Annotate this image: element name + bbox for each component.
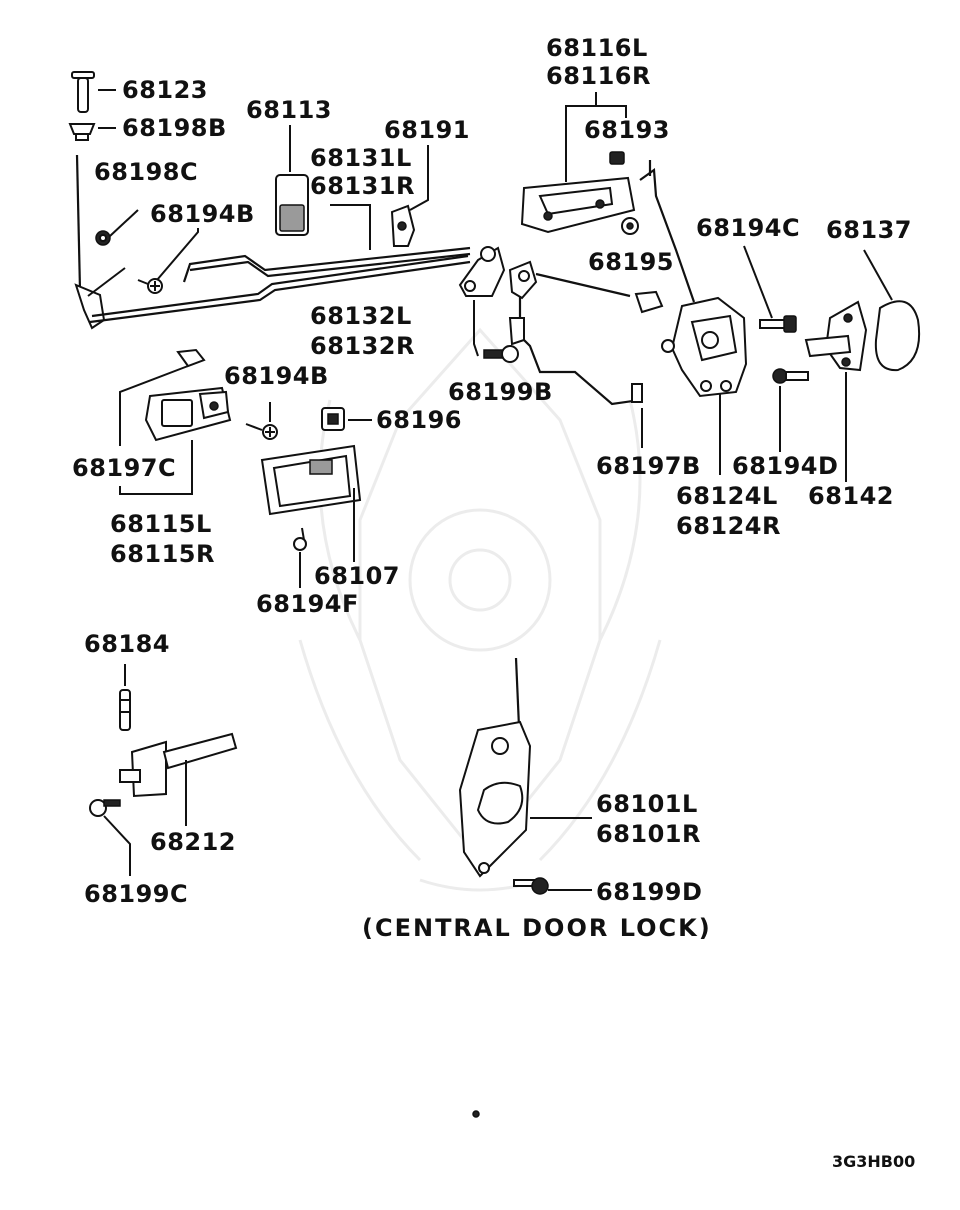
- pin-68184-icon: [119, 689, 131, 731]
- clip-68195-icon: [621, 217, 639, 235]
- label-68115R: 68115R: [110, 540, 215, 568]
- label-68198C: 68198C: [94, 158, 199, 186]
- label-68137: 68137: [826, 216, 912, 244]
- label-68107: 68107: [314, 562, 400, 590]
- link-rod-68131-icon: [89, 254, 471, 324]
- clip-68196-icon: [321, 407, 345, 431]
- label-68123: 68123: [122, 76, 208, 104]
- label-68199C: 68199C: [84, 880, 189, 908]
- bellcrank-mechanism-icon: [458, 246, 641, 406]
- inside-handle-68115-icon: [144, 386, 232, 442]
- clip-68197B-icon: [631, 383, 643, 403]
- label-68199D: 68199D: [596, 878, 703, 906]
- label-68198B: 68198B: [122, 114, 227, 142]
- striker-68142-icon: [804, 300, 868, 372]
- bolt-68194D-icon: [772, 368, 809, 384]
- bolt-68199D-icon: [513, 877, 549, 895]
- label-68115L: 68115L: [110, 510, 212, 538]
- lock-knob-rod-68198C-icon: [74, 154, 106, 330]
- diagram-code: 3G3HB00: [832, 1152, 916, 1171]
- link-rod-68132-icon: [182, 246, 471, 283]
- label-68132R: 68132R: [310, 332, 415, 360]
- label-68199B: 68199B: [448, 378, 553, 406]
- screw-68194B-mid-icon: [245, 423, 278, 440]
- label-68132L: 68132L: [310, 302, 412, 330]
- label-68194D: 68194D: [732, 452, 839, 480]
- label-68197C: 68197C: [72, 454, 177, 482]
- label-68113: 68113: [246, 96, 332, 124]
- label-68194B-top: 68194B: [150, 200, 255, 228]
- clip-68197C-icon: [176, 348, 206, 368]
- label-68142: 68142: [808, 482, 894, 510]
- door-check-68212-icon: [119, 732, 238, 798]
- outside-handle-68116-icon: [520, 176, 636, 234]
- label-68194F: 68194F: [256, 590, 359, 618]
- bolt-68199C-icon: [89, 799, 121, 817]
- clip-68194B-icon: [95, 230, 111, 246]
- pin-68123-icon: [71, 71, 95, 113]
- label-68131R: 68131R: [310, 172, 415, 200]
- label-68196: 68196: [376, 406, 462, 434]
- door-latch-68124-icon: [661, 296, 748, 398]
- label-68124R: 68124R: [676, 512, 781, 540]
- label-68191: 68191: [384, 116, 470, 144]
- bezel-68107-icon: [260, 444, 362, 516]
- screw-68194F-icon: [293, 527, 307, 551]
- label-68116L: 68116L: [546, 34, 648, 62]
- actuator-68101-icon: [458, 657, 532, 878]
- label-68116R: 68116R: [546, 62, 651, 90]
- label-68195: 68195: [588, 248, 674, 276]
- cover-68113-icon: [275, 174, 309, 236]
- diagram-caption: (CENTRAL DOOR LOCK): [362, 914, 712, 942]
- label-68194C: 68194C: [696, 214, 801, 242]
- nut-68193-icon: [609, 151, 625, 165]
- label-68197B: 68197B: [596, 452, 701, 480]
- label-68194B-mid: 68194B: [224, 362, 329, 390]
- clip-68191-icon: [390, 204, 416, 247]
- shim-68137-icon: [874, 300, 920, 372]
- label-68212: 68212: [150, 828, 236, 856]
- rod-connector-icon: [634, 290, 664, 314]
- latch-rod-icon: [639, 160, 696, 303]
- grommet-68198B-icon: [68, 123, 96, 141]
- bolt-68194C-icon: [759, 315, 797, 333]
- bolt-68199B-icon: [483, 345, 519, 363]
- label-68101L: 68101L: [596, 790, 698, 818]
- label-68131L: 68131L: [310, 144, 412, 172]
- label-68101R: 68101R: [596, 820, 701, 848]
- screw-68194B-top-icon: [137, 278, 163, 294]
- label-68124L: 68124L: [676, 482, 778, 510]
- label-68193: 68193: [584, 116, 670, 144]
- label-68184: 68184: [84, 630, 170, 658]
- scan-mark-icon: [472, 1110, 480, 1118]
